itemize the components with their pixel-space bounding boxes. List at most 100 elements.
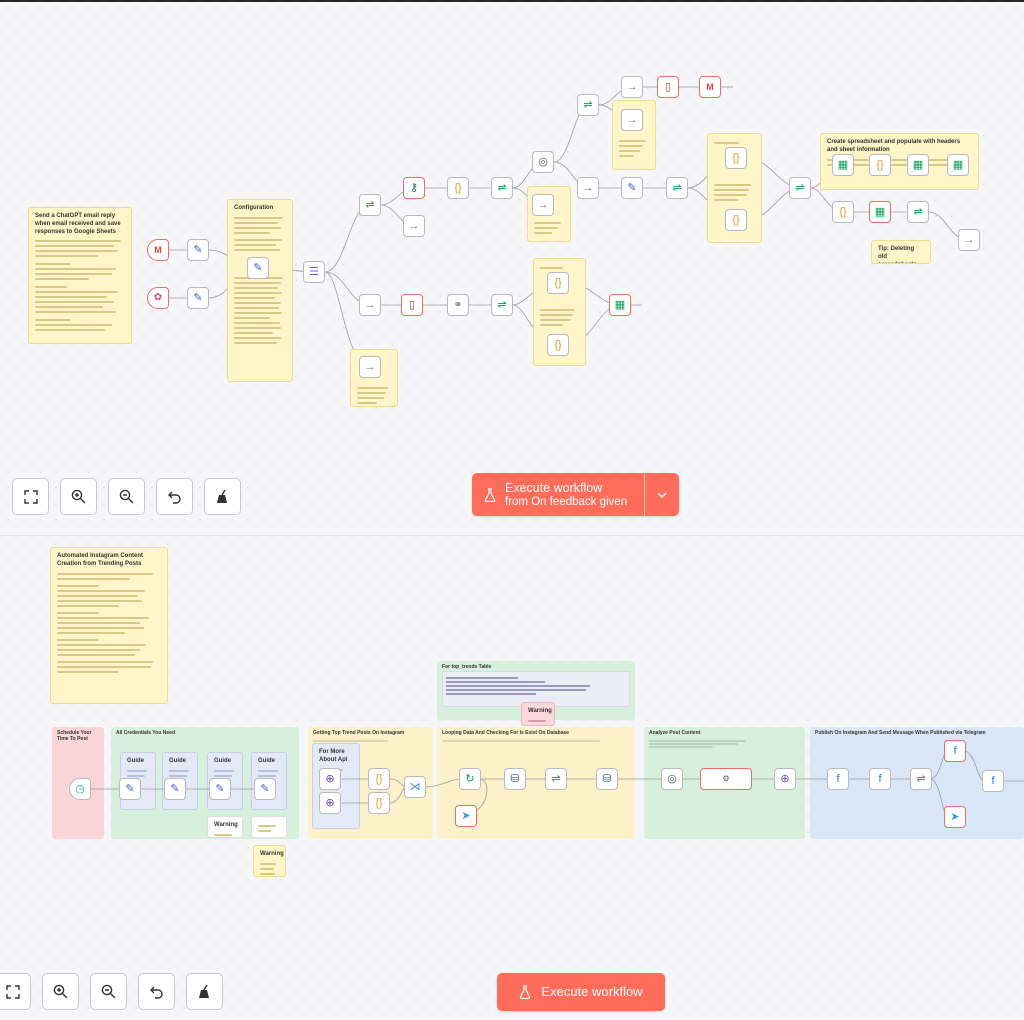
- zoom-out-button[interactable]: [108, 478, 145, 515]
- if-record-node[interactable]: ⇌: [907, 201, 929, 223]
- send-feedback-sheet-node[interactable]: ▦: [609, 294, 631, 316]
- store-sheet-id-node[interactable]: {}: [725, 209, 747, 231]
- sticky-note-warning[interactable]: Warning: [521, 702, 555, 726]
- zoom-to-fit-button[interactable]: [12, 478, 49, 515]
- credential-node-1[interactable]: ✎: [119, 778, 141, 800]
- analyze-content-node[interactable]: ⚙: [700, 768, 752, 790]
- undo-icon: [149, 986, 163, 999]
- workflow-canvas-top[interactable]: Send a ChatGPT email reply when email re…: [0, 0, 1024, 535]
- schedule-trigger-node[interactable]: ◷: [69, 778, 91, 800]
- sticky-note-warning-below[interactable]: Warning: [253, 845, 286, 877]
- set-format-node[interactable]: ▦: [907, 154, 929, 176]
- gmail-send-node[interactable]: M: [699, 76, 721, 98]
- analyze-image-node[interactable]: ◎: [661, 768, 683, 790]
- insert-database-node[interactable]: ⛁: [596, 768, 618, 790]
- check-status-node[interactable]: f: [869, 768, 891, 790]
- tidy-up-button[interactable]: [204, 478, 241, 515]
- share-sheet-node[interactable]: ▦: [947, 154, 969, 176]
- sticky-note-instagram[interactable]: Automated Instagram Content Creation fro…: [50, 547, 168, 704]
- sticky-note-configuration[interactable]: Configuration: [227, 199, 293, 382]
- configure-node[interactable]: ✎: [247, 257, 269, 279]
- gmail-trigger-node[interactable]: M: [147, 239, 169, 261]
- facebook-icon: f: [991, 774, 995, 787]
- update-rows-node[interactable]: ▦: [869, 201, 891, 223]
- zoom-in-button[interactable]: [42, 973, 79, 1010]
- openai-node[interactable]: ◎: [532, 151, 554, 173]
- no-op-node[interactable]: →: [403, 215, 425, 237]
- html-node[interactable]: ⚭: [447, 294, 469, 316]
- record-feedback-node[interactable]: →: [359, 294, 381, 316]
- execute-workflow-button[interactable]: Execute workflow: [497, 973, 665, 1011]
- globe-icon: ⊕: [325, 772, 335, 785]
- sticky-note-main[interactable]: Send a ChatGPT email reply when email re…: [28, 207, 132, 344]
- identify-trigger-1-node[interactable]: ✎: [187, 239, 209, 261]
- zoom-in-button[interactable]: [60, 478, 97, 515]
- send-email-node[interactable]: →: [621, 76, 643, 98]
- undo-button[interactable]: [156, 478, 193, 515]
- publish-instagram-node[interactable]: f: [944, 740, 966, 762]
- if-spreadsheet-node[interactable]: ⇌: [666, 177, 688, 199]
- pencil-icon: ✎: [125, 782, 135, 795]
- if-finished-node[interactable]: ⇌: [910, 768, 932, 790]
- pencil-icon: ✎: [260, 782, 270, 795]
- warning-inline-note-2[interactable]: [251, 816, 287, 838]
- pencil-icon: ✎: [193, 291, 203, 304]
- filter-image-node[interactable]: {}: [368, 768, 390, 790]
- zoom-to-fit-button[interactable]: [0, 973, 31, 1010]
- if-complete-node[interactable]: ⇌: [577, 94, 599, 116]
- no-op-2-node[interactable]: →: [532, 194, 554, 216]
- get-format-node[interactable]: {}: [832, 201, 854, 223]
- identify-trigger-2-node[interactable]: ✎: [187, 287, 209, 309]
- switch-trigger-node[interactable]: ☰: [303, 261, 325, 283]
- telegram-node[interactable]: ➤: [944, 806, 966, 828]
- if-icon: ⇌: [672, 181, 682, 194]
- warning-inline-note[interactable]: Warning: [207, 816, 243, 838]
- sheets-template-node[interactable]: ▯: [657, 76, 679, 98]
- format-data-node[interactable]: ✎: [621, 177, 643, 199]
- prepare-feedback-node[interactable]: ▯: [401, 294, 423, 316]
- undo-button[interactable]: [138, 973, 175, 1010]
- execute-options-dropdown[interactable]: [645, 473, 679, 516]
- send-reply-node[interactable]: →: [577, 177, 599, 199]
- spreadsheet-created-node[interactable]: →: [958, 229, 980, 251]
- merge-node[interactable]: ⋊: [404, 776, 426, 798]
- sticky-note-tip[interactable]: Tip: Deleting old spreadsheets: [871, 240, 931, 264]
- http-trends-node-1[interactable]: ⊕: [319, 768, 341, 790]
- tidy-up-button[interactable]: [186, 973, 223, 1010]
- prepare-instagram-node[interactable]: f: [827, 768, 849, 790]
- loop-items-node[interactable]: ↻: [459, 768, 481, 790]
- send-telegram-node[interactable]: ➤: [455, 805, 477, 827]
- filter-emails-node[interactable]: ⇌: [359, 194, 381, 216]
- feedback-trigger-node[interactable]: ✿: [147, 287, 169, 309]
- pencil-icon: ✎: [170, 782, 180, 795]
- generate-image-node[interactable]: ⊕: [774, 768, 796, 790]
- extract-message-node[interactable]: {}: [447, 177, 469, 199]
- create-spreadsheet-node[interactable]: ▦: [832, 154, 854, 176]
- if-icon: ⇌: [795, 181, 805, 194]
- feedback-node[interactable]: →: [359, 356, 381, 378]
- if-reply-node[interactable]: ⇌: [491, 177, 513, 199]
- credential-node-2[interactable]: ✎: [164, 778, 186, 800]
- zoom-out-button[interactable]: [90, 973, 127, 1010]
- check-database-node[interactable]: ⛁: [504, 768, 526, 790]
- tidy-up-icon: [199, 984, 209, 998]
- check-publish-node[interactable]: f: [982, 770, 1004, 792]
- document-icon: ▯: [408, 298, 416, 311]
- filter-video-node[interactable]: {}: [368, 792, 390, 814]
- unfinished-node[interactable]: →: [621, 109, 643, 131]
- key-node[interactable]: ⚷: [403, 177, 425, 199]
- if-exist-node[interactable]: ⇌: [545, 768, 567, 790]
- if-spreadsheet-2-node[interactable]: ⇌: [491, 294, 513, 316]
- store-spreadsheet-node[interactable]: {}: [869, 154, 891, 176]
- execute-workflow-button[interactable]: Execute workflow from On feedback given: [472, 473, 679, 516]
- credential-node-3[interactable]: ✎: [209, 778, 231, 800]
- credential-node-4[interactable]: ✎: [254, 778, 276, 800]
- get-sheet-id-node[interactable]: {}: [725, 147, 747, 169]
- get-sheet-id-2-node[interactable]: {}: [547, 272, 569, 294]
- http-trends-node-2[interactable]: ⊕: [319, 792, 341, 814]
- if-exists-node[interactable]: ⇌: [789, 177, 811, 199]
- store-sheet-id-2-node[interactable]: {}: [547, 334, 569, 356]
- arrow-right-icon: →: [626, 113, 638, 126]
- group-title: Schedule Your Time To Post: [57, 730, 92, 742]
- workflow-canvas-bottom[interactable]: Automated Instagram Content Creation fro…: [0, 535, 1024, 1020]
